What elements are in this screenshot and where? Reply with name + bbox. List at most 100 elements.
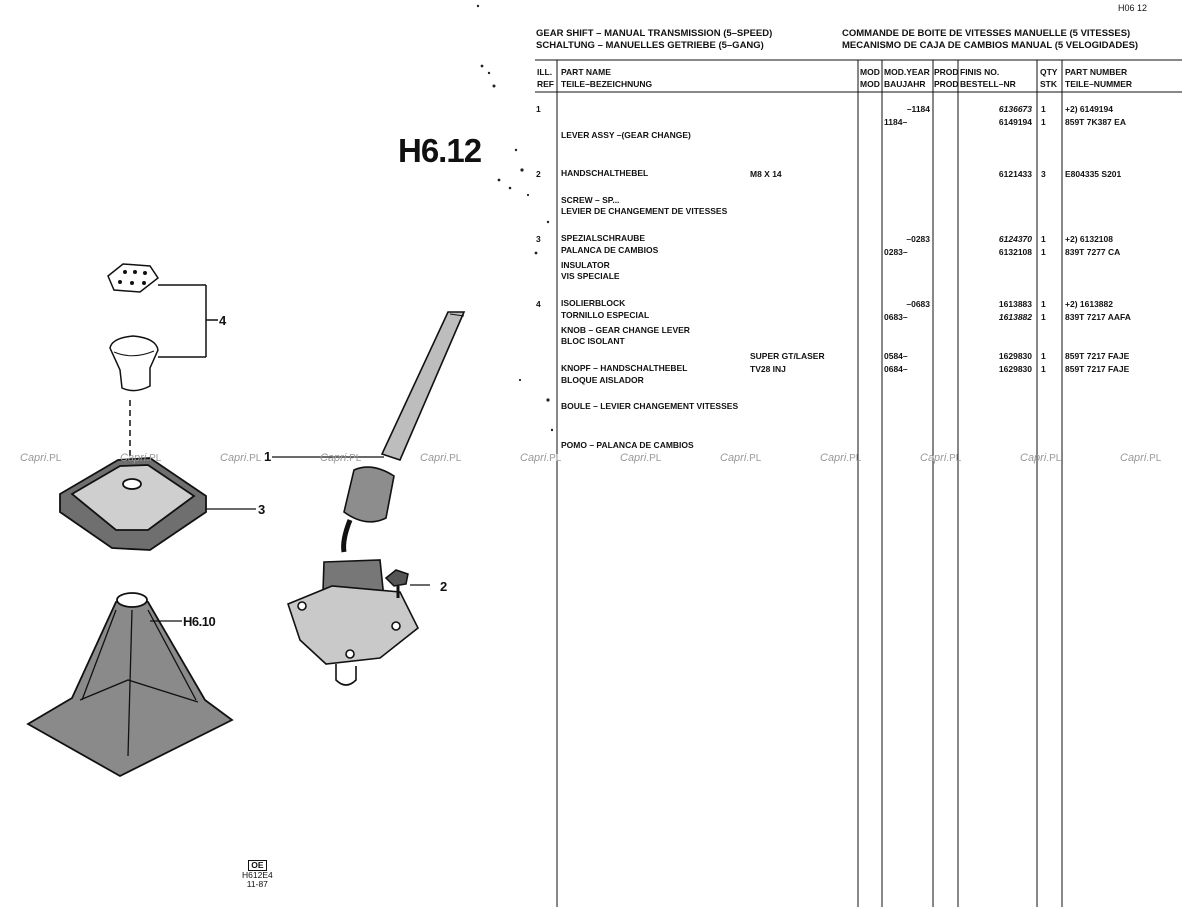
part3-ref: 3	[536, 234, 541, 244]
part4-ref: 4	[536, 299, 541, 309]
part-name-de: KNOPF – HANDSCHALTHEBEL	[561, 362, 688, 373]
watermark-brand: Capri	[1120, 452, 1147, 464]
part2-names: SCREW – SP... SPEZIALSCHRAUBE VIS SPECIA…	[561, 168, 649, 334]
watermark-brand: Capri	[620, 452, 647, 464]
part4-row2-year: 0683–	[884, 312, 908, 322]
part4-row2-finis: 1613882	[998, 312, 1032, 322]
part2-ref: 2	[536, 169, 541, 179]
watermark: Capri.PL	[1020, 452, 1061, 464]
knob-assembly	[107, 263, 218, 470]
part3-row2-qty: 1	[1041, 247, 1046, 257]
col-mod-year: MOD.YEAR BAUJAHR	[884, 66, 930, 90]
part-name-en: KNOB – GEAR CHANGE LEVER	[561, 324, 690, 335]
footer-code: H612E4	[242, 870, 273, 880]
watermark-suffix: .PL	[1146, 453, 1162, 464]
watermark-suffix: .PL	[146, 453, 162, 464]
part3-row1-year: –0283	[906, 234, 930, 244]
part2-spec: M8 X 14	[750, 169, 782, 179]
col-mod-line1: MOD	[860, 67, 880, 77]
watermark-suffix: .PL	[446, 453, 462, 464]
watermark: Capri.PL	[920, 452, 961, 464]
col-mod: MOD MOD	[860, 66, 880, 90]
part1-row2-pn: 859T 7K387 EA	[1065, 117, 1126, 127]
watermark-suffix: .PL	[646, 453, 662, 464]
part3-names: INSULATOR ISOLIERBLOCK BLOC ISOLANT BLOQ…	[561, 233, 644, 399]
part1-row1-finis: 6136673	[998, 104, 1032, 114]
col-finis-line2: BESTELL–NR	[960, 79, 1016, 89]
part4-row1-year: –0683	[906, 299, 930, 309]
part-name-es: POMO – PALANCA DE CAMBIOS	[561, 439, 694, 450]
part1-row1-year: –1184	[906, 104, 930, 114]
header-right: COMMANDE DE BOITE DE VITESSES MANUELLE (…	[842, 28, 1138, 52]
part3-row2-pn: 839T 7277 CA	[1065, 247, 1121, 257]
scan-speckles	[476, 4, 554, 432]
watermark: Capri.PL	[720, 452, 761, 464]
gear-lever	[272, 311, 466, 686]
col-year-line1: MOD.YEAR	[884, 67, 930, 77]
col-ill: ILL. REF	[537, 66, 554, 90]
watermark-suffix: .PL	[546, 453, 562, 464]
watermark-suffix: .PL	[746, 453, 762, 464]
gear-boot	[26, 592, 234, 778]
part-name-fr: BLOC ISOLANT	[561, 336, 625, 347]
col-pn-line1: PART NUMBER	[1065, 67, 1128, 77]
part4-row2-qty: 1	[1041, 312, 1046, 322]
watermark-brand: Capri	[320, 452, 347, 464]
col-part-number: PART NUMBER TEILE–NUMMER	[1065, 66, 1132, 90]
watermark: Capri.PL	[520, 452, 561, 464]
footer-date: 11-87	[246, 879, 268, 889]
part4-row2-pn: 839T 7217 AAFA	[1065, 312, 1131, 322]
part4-row3-mod: SUPER GT/LASER	[750, 351, 825, 361]
part4-row1-finis: 1613883	[998, 299, 1032, 309]
part-name-de: ISOLIERBLOCK	[561, 297, 626, 308]
col-name-line2: TEILE–BEZEICHNUNG	[561, 79, 653, 89]
header-left-line1: GEAR SHIFT – MANUAL TRANSMISSION (5–SPEE…	[536, 28, 773, 39]
callout-2: 2	[440, 579, 448, 594]
part-name-de: SPEZIALSCHRAUBE	[561, 232, 646, 243]
watermark-brand: Capri	[20, 452, 47, 464]
section-title: H6.12	[398, 132, 482, 169]
col-finis: FINIS NO. BESTELL–NR	[960, 66, 1016, 90]
watermark: Capri.PL	[1120, 452, 1161, 464]
col-part-name: PART NAME TEILE–BEZEICHNUNG	[561, 66, 652, 90]
part3-row1-qty: 1	[1041, 234, 1046, 244]
part3-row2-finis: 6132108	[998, 247, 1032, 257]
part-name-en: INSULATOR	[561, 259, 610, 270]
callout-4: 4	[219, 313, 227, 328]
watermark: Capri.PL	[420, 452, 461, 464]
table-rules	[535, 59, 1182, 907]
part4-row4-qty: 1	[1041, 364, 1046, 374]
col-ill-line2: REF	[537, 79, 554, 89]
part-name-de: HANDSCHALTHEBEL	[561, 167, 649, 178]
part4-row4-mod: TV28 INJ	[750, 364, 786, 374]
part-name-fr: LEVIER DE CHANGEMENT DE VITESSES	[561, 206, 728, 217]
part-name-es: TORNILLO ESPECIAL	[561, 309, 650, 320]
col-prod: PROD PROD	[934, 66, 959, 90]
watermark-suffix: .PL	[946, 453, 962, 464]
part4-row1-pn: +2) 1613882	[1065, 299, 1113, 309]
col-mod-line2: MOD	[860, 79, 880, 89]
part4-names: KNOB – GEAR CHANGE LEVER KNOPF – HANDSCH…	[561, 298, 738, 464]
watermark-brand: Capri	[920, 452, 947, 464]
callout-1: 1	[264, 449, 272, 464]
part1-row2-finis: 6149194	[998, 117, 1032, 127]
header-right-line2: MECANISMO DE CAJA DE CAMBIOS MANUAL (5 V…	[842, 40, 1139, 51]
watermark: Capri.PL	[620, 452, 661, 464]
insulator	[59, 457, 256, 551]
col-prod-line1: PROD	[934, 67, 959, 77]
part4-row4-finis: 1629830	[998, 364, 1032, 374]
header-left: GEAR SHIFT – MANUAL TRANSMISSION (5–SPEE…	[536, 28, 772, 52]
watermark-brand: Capri	[420, 452, 447, 464]
part3-row1-pn: +2) 6132108	[1065, 234, 1113, 244]
col-prod-line2: PROD	[934, 79, 959, 89]
part-name-en: LEVER ASSY –(GEAR CHANGE)	[561, 129, 691, 140]
col-name-line1: PART NAME	[561, 67, 611, 77]
watermark-suffix: .PL	[46, 453, 62, 464]
part3-row1-finis: 6124370	[998, 234, 1032, 244]
part2-row1-qty: 3	[1041, 169, 1046, 179]
watermark-brand: Capri	[120, 452, 147, 464]
oe-logo: OE	[248, 860, 267, 871]
part4-row3-qty: 1	[1041, 351, 1046, 361]
callout-3: 3	[258, 502, 266, 517]
part1-row1-pn: +2) 6149194	[1065, 104, 1113, 114]
